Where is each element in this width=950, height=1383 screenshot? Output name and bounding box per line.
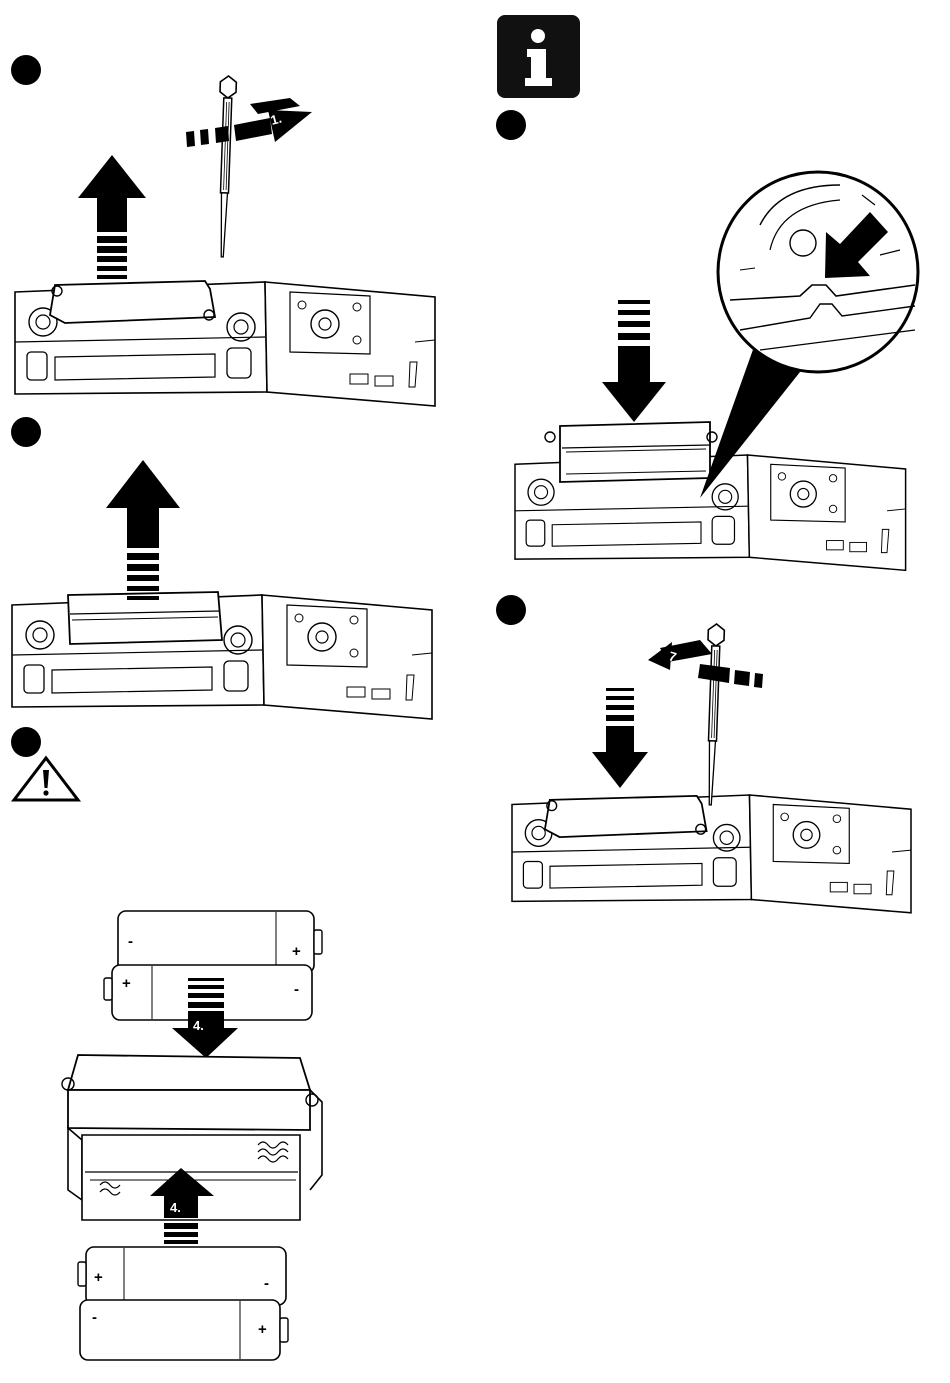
- step-6-illustration: 7.: [512, 624, 911, 913]
- battery-sign: +: [258, 1321, 267, 1338]
- rotate-arrow-icon: 1.: [186, 98, 312, 147]
- step-6-marker: [496, 595, 526, 625]
- step-1-marker: [11, 55, 41, 85]
- battery-sign: -: [92, 1309, 97, 1326]
- battery-sign: -: [264, 1275, 269, 1292]
- rotate-arrow-icon: 7.: [648, 640, 763, 688]
- battery-sign: +: [292, 943, 301, 960]
- insert-arrow-label: 4.: [170, 1200, 181, 1215]
- battery-bottom-2: - +: [80, 1300, 288, 1360]
- step-5-marker: [496, 110, 526, 140]
- battery-sign: -: [294, 981, 299, 998]
- insert-arrow-label: 4.: [193, 1018, 204, 1033]
- magnified-detail: [718, 172, 918, 372]
- battery-bottom-1: + -: [78, 1247, 286, 1305]
- battery-sign: +: [94, 1269, 103, 1286]
- battery-sign: +: [122, 975, 131, 992]
- down-arrow-icon: [602, 300, 666, 422]
- step-2-illustration: [12, 460, 432, 719]
- up-arrow-icon: [78, 155, 146, 279]
- step-5-illustration: [515, 172, 918, 570]
- step-1-illustration: 1.: [15, 76, 435, 406]
- step-3-marker: [11, 727, 41, 757]
- screwdriver-icon: [214, 76, 236, 257]
- info-icon: [497, 15, 580, 98]
- step-2-marker: [11, 417, 41, 447]
- battery-sign: -: [128, 933, 133, 950]
- warning-triangle-icon: [14, 758, 78, 800]
- up-arrow-icon: [106, 460, 180, 600]
- down-arrow-icon: [592, 688, 648, 788]
- battery-top-1: - +: [118, 911, 322, 973]
